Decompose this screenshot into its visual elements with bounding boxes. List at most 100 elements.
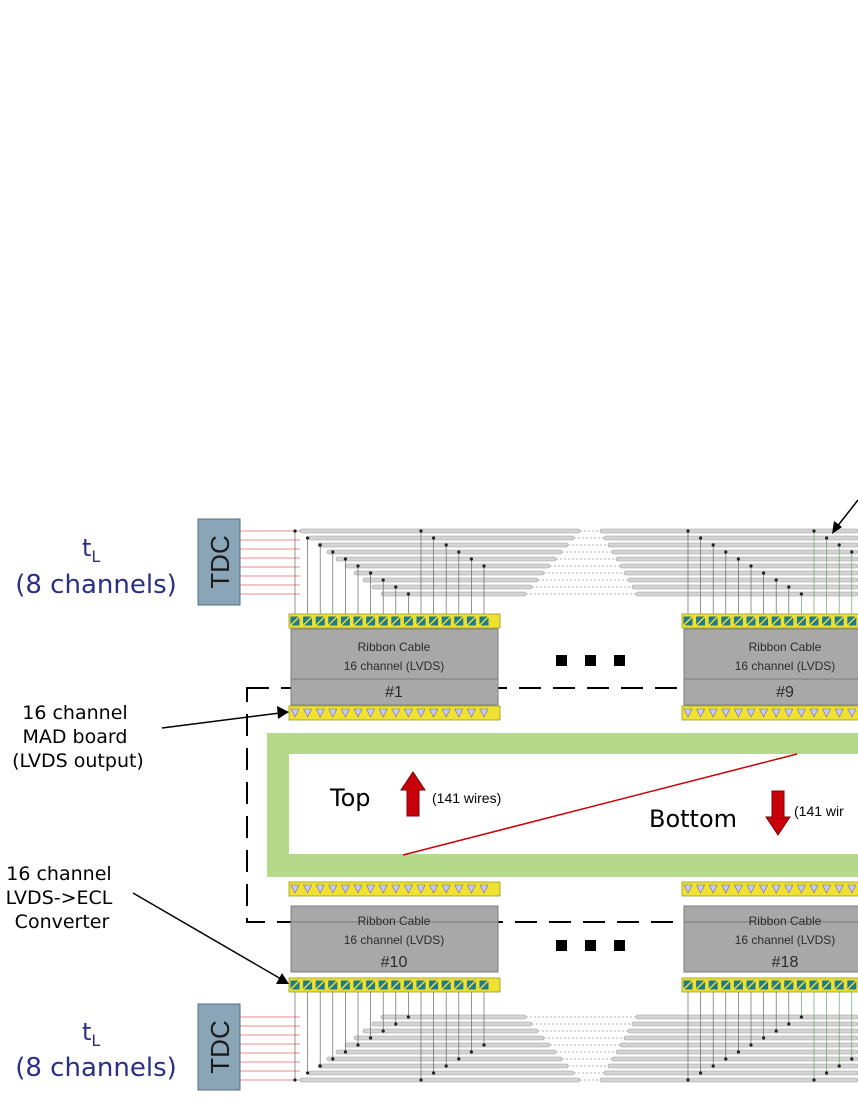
connector-bottom-18-pin-slash bbox=[834, 980, 845, 990]
mad-connector-9-pin bbox=[784, 708, 794, 718]
ribbon-box-10: Ribbon Cable 16 channel (LVDS) #10 bbox=[290, 905, 499, 973]
top-node bbox=[711, 543, 715, 547]
bottom-node bbox=[306, 1071, 310, 1075]
top-node bbox=[850, 550, 854, 554]
ribbon-box-9-number: #9 bbox=[776, 684, 794, 701]
connector-bottom-10-pin-slash bbox=[390, 980, 401, 990]
top-cable bbox=[631, 584, 858, 590]
bottom-node bbox=[406, 1015, 410, 1019]
bottom-node bbox=[724, 1057, 728, 1061]
connector-top-9-pin-slash bbox=[846, 616, 857, 626]
mad-connector-10-pin bbox=[466, 884, 476, 894]
top-node bbox=[774, 578, 778, 582]
bottom-node bbox=[799, 1015, 804, 1019]
top-node bbox=[444, 543, 448, 547]
connector-top-1-pin-slash bbox=[416, 616, 426, 626]
chamber-interior bbox=[289, 754, 858, 854]
top-cable bbox=[627, 577, 858, 583]
top-node bbox=[699, 536, 703, 540]
connector-bottom-18-pin-slash bbox=[695, 980, 706, 990]
top-node bbox=[343, 557, 347, 561]
connector-top-9-pin-slash bbox=[720, 616, 731, 626]
top-cable bbox=[353, 570, 545, 576]
bottom-cable bbox=[631, 1021, 858, 1027]
connector-top-9-pin-slash bbox=[695, 616, 706, 626]
mad-connector-1-pin bbox=[290, 708, 300, 718]
chamber-diagonal-wire bbox=[402, 753, 798, 856]
top-cable bbox=[299, 528, 581, 534]
connector-bottom-10-pin-slash bbox=[302, 980, 313, 990]
connector-bottom-10-pin-slash bbox=[290, 980, 300, 990]
bottom-cable bbox=[353, 1035, 545, 1041]
bottom-node bbox=[482, 1043, 486, 1047]
mad-connector-9-pin bbox=[708, 708, 718, 718]
top-cable bbox=[611, 549, 858, 555]
bottom-node bbox=[837, 1064, 841, 1068]
bottom-node bbox=[293, 1078, 297, 1082]
mad-connector-10-pin bbox=[416, 884, 426, 894]
connector-bottom-10-pin-slash bbox=[365, 980, 376, 990]
ribbon-box-1-line1: Ribbon Cable bbox=[358, 640, 431, 654]
connector-bottom-18 bbox=[681, 977, 858, 993]
mad-connector-9-pin bbox=[721, 708, 731, 718]
bottom-cable bbox=[635, 1014, 858, 1020]
mad-connector-18 bbox=[681, 881, 858, 897]
channels-label-bottom: (8 channels) bbox=[15, 1053, 177, 1083]
connector-top-9-pin-slash bbox=[783, 616, 794, 626]
pointer-line-top-right bbox=[835, 499, 858, 529]
connector-top-1-pin-slash bbox=[403, 616, 414, 626]
connector-bottom-10-pin-slash bbox=[327, 980, 338, 990]
mad-connector-1-pin bbox=[340, 708, 350, 718]
bottom-cable bbox=[611, 1056, 858, 1062]
connector-top-1-pin-slash bbox=[428, 616, 439, 626]
cable-bundle-bottom bbox=[240, 992, 858, 1083]
tdc-label-bottom: TDC bbox=[205, 1020, 235, 1073]
mad-board-pointer-head bbox=[277, 706, 289, 719]
connector-top-9-pin-slash bbox=[796, 616, 807, 626]
mad-connector-9-pin bbox=[746, 708, 756, 718]
bottom-node bbox=[444, 1064, 448, 1068]
ribbon-box-10-line1: Ribbon Cable bbox=[358, 914, 431, 928]
mad-connector-18-band bbox=[681, 881, 858, 897]
mad-connector-18-pin bbox=[696, 884, 706, 894]
connector-bottom-10 bbox=[288, 977, 501, 993]
connector-bottom-18-pin-slash bbox=[683, 980, 693, 990]
bottom-node bbox=[457, 1057, 461, 1061]
ellipsis-bottom bbox=[556, 940, 625, 951]
top-cable bbox=[362, 577, 539, 583]
top-cable bbox=[317, 542, 569, 548]
top-cable bbox=[344, 563, 551, 569]
connector-top-9-pin-slash bbox=[821, 616, 832, 626]
mad-connector-18-pin bbox=[746, 884, 756, 894]
mad-connector-18-pin bbox=[834, 884, 844, 894]
mad-connector-10-pin bbox=[366, 884, 376, 894]
top-cable bbox=[603, 535, 858, 541]
bottom-wires-label: (141 wir bbox=[794, 803, 844, 819]
mad-connector-10-pin bbox=[378, 884, 388, 894]
down-arrow bbox=[765, 790, 791, 836]
bottom-node bbox=[825, 1071, 829, 1075]
connector-bottom-10-pin-slash bbox=[378, 980, 389, 990]
mad-board-pointer bbox=[161, 712, 281, 729]
mad-connector-10-pin bbox=[353, 884, 363, 894]
mad-connector-9-pin bbox=[847, 708, 857, 718]
mad-connector-1-pin bbox=[353, 708, 363, 718]
bottom-node bbox=[812, 1078, 816, 1082]
top-node bbox=[469, 557, 473, 561]
top-cable bbox=[599, 528, 858, 534]
converter-annotation: 16 channel LVDS->ECL Converter bbox=[6, 863, 119, 933]
ribbon-box-1-line2: 16 channel (LVDS) bbox=[344, 659, 445, 673]
top-node bbox=[306, 536, 310, 540]
connector-bottom-18-pin-slash bbox=[733, 980, 744, 990]
up-arrow bbox=[400, 771, 426, 817]
bottom-node bbox=[331, 1057, 335, 1061]
mad-connector-18-pin bbox=[847, 884, 857, 894]
connector-bottom-10-pin-slash bbox=[479, 980, 489, 990]
bottom-node bbox=[762, 1036, 766, 1040]
t-label-bottom: tL bbox=[82, 1018, 100, 1050]
top-node bbox=[482, 564, 486, 568]
connector-bottom-10-pin-slash bbox=[340, 980, 351, 990]
top-cable bbox=[635, 591, 858, 597]
mad-connector-9-pin bbox=[796, 708, 806, 718]
connector-top-1-pin-slash bbox=[327, 616, 338, 626]
